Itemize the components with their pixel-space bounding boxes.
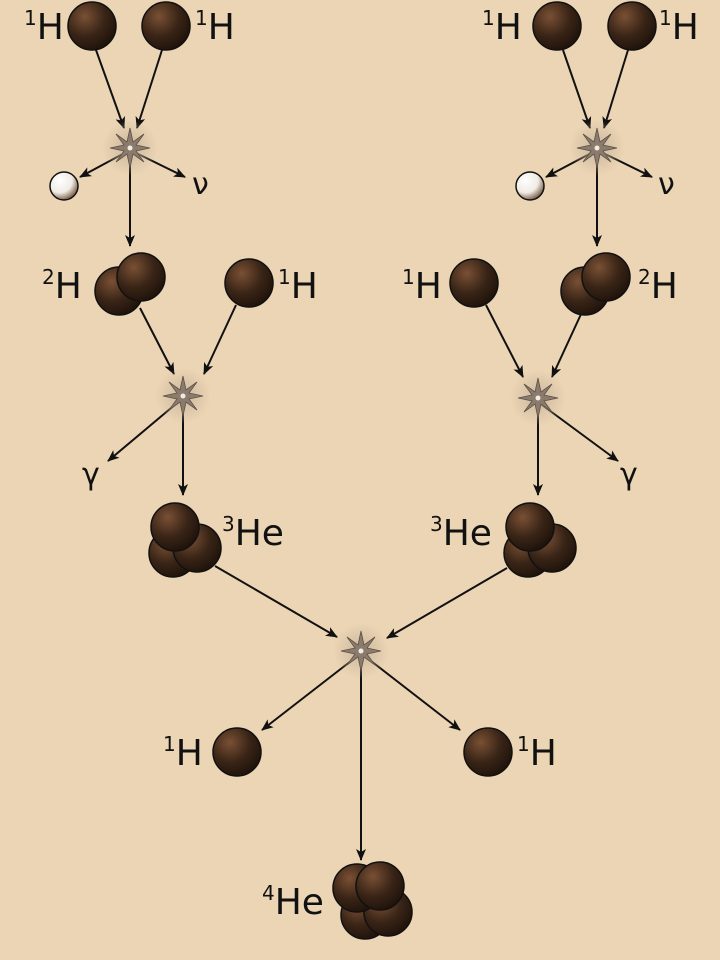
label-hydrogen-1: 1H: [278, 265, 318, 307]
gamma-label: γ: [82, 457, 100, 492]
label-helium-3: 3He: [222, 512, 284, 554]
proton: [607, 1, 657, 51]
label-hydrogen-2: 2H: [42, 265, 82, 307]
fusion-burst: [332, 622, 390, 680]
arrow: [139, 307, 175, 375]
gamma-label: γ: [620, 457, 638, 492]
arrow: [214, 565, 338, 638]
label-hydrogen-1: 1H: [517, 732, 557, 774]
arrow: [562, 49, 592, 129]
helium-3-nucleus: [148, 502, 222, 578]
proton: [532, 1, 582, 51]
proton: [463, 727, 513, 777]
label-helium-3: 3He: [430, 512, 492, 554]
nuclei: [49, 1, 657, 940]
arrow: [386, 567, 508, 639]
arrow: [485, 304, 524, 378]
label-hydrogen-1: 1H: [482, 6, 522, 48]
neutrino-label: ν: [658, 167, 675, 202]
label-hydrogen-1: 1H: [659, 6, 699, 48]
proton: [67, 1, 117, 51]
arrow: [602, 49, 629, 129]
arrow: [203, 304, 237, 375]
fusion-burst: [101, 119, 159, 177]
proton: [224, 258, 274, 308]
deuterium-nucleus: [560, 252, 631, 316]
positron: [49, 171, 79, 201]
label-hydrogen-1: 1H: [402, 265, 442, 307]
label-hydrogen-2: 2H: [638, 265, 678, 307]
helium-3-nucleus: [503, 502, 577, 578]
proton: [212, 727, 262, 777]
label-hydrogen-1: 1H: [24, 6, 64, 48]
arrow: [95, 49, 125, 129]
deuterium-nucleus: [94, 252, 166, 316]
proton: [141, 1, 191, 51]
label-hydrogen-1: 1H: [163, 732, 203, 774]
isotope-labels: 1H 1H 1H 1H ν ν 2H 1H 1H 2H γ γ 3He 3He …: [24, 6, 699, 923]
positron: [515, 171, 545, 201]
label-helium-4: 4He: [262, 881, 324, 923]
fusion-burst: [568, 119, 626, 177]
label-hydrogen-1: 1H: [195, 6, 235, 48]
helium-4-nucleus: [332, 861, 413, 940]
arrow: [135, 49, 163, 129]
proton: [449, 258, 499, 308]
arrow: [551, 311, 583, 378]
fusion-burst: [154, 367, 212, 425]
fusion-burst: [509, 369, 567, 427]
neutrino-label: ν: [192, 167, 209, 202]
